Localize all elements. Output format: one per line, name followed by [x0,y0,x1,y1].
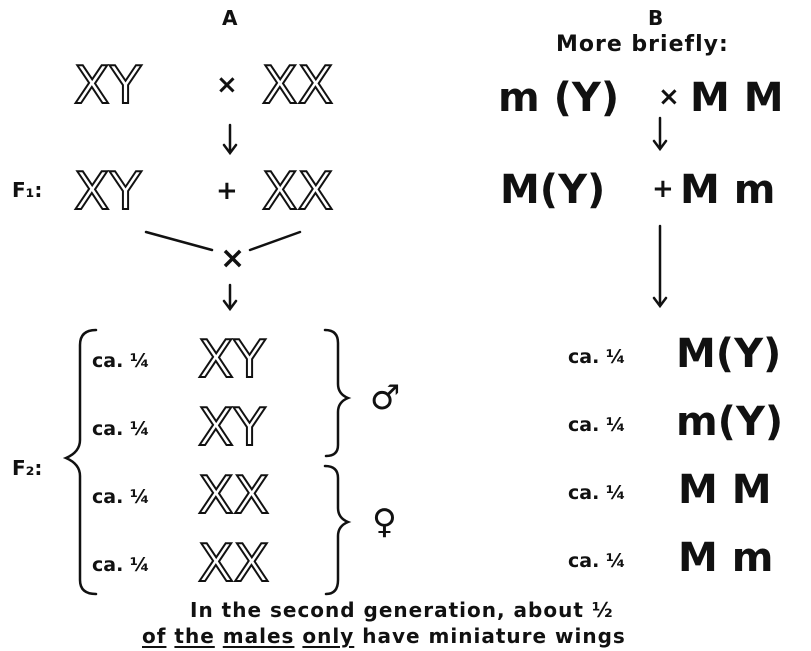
a-parent-cross-symbol: × [216,72,238,98]
b-f2-genotype-1: M(Y) [676,334,781,374]
caption-word-only: only [302,624,354,648]
a-f2-genotype-1: XY [198,330,265,390]
b-f2-ratio-2: ca. ¼ [568,416,626,435]
caption-line-2: of the males only have miniature wings [142,626,626,646]
a-intercross-symbol: × [220,244,245,274]
b-parent-female-genotype: M M [690,78,784,118]
b-f2-genotype-4: M m [678,538,773,578]
caption-word-of: of [142,624,166,648]
a-f1-female-genotype: XX [262,166,333,218]
female-symbol-icon: ♀ [372,502,397,542]
b-f1-plus-symbol: + [652,176,674,202]
a-f2-genotype-3: XX [198,466,269,526]
b-f2-genotype-2: m(Y) [676,402,783,442]
a-parent-male-genotype: XY [74,60,141,112]
caption-rest: have miniature wings [362,624,626,648]
b-parent-cross-symbol: × [658,84,680,110]
a-f2-genotype-4: XX [198,534,269,594]
caption-line-1: In the second generation, about ½ [190,600,614,620]
b-f1-female-genotype: M m [680,170,775,210]
b-f2-ratio-1: ca. ¼ [568,348,626,367]
b-f1-male-genotype: M(Y) [500,170,605,210]
a-parent-female-genotype: XX [262,60,333,112]
b-parent-male-genotype: m (Y) [498,78,619,118]
f2-label: F₂: [12,458,42,478]
a-f2-genotype-2: XY [198,398,265,458]
a-f2-ratio-3: ca. ¼ [92,488,150,507]
a-f1-plus-symbol: + [216,178,238,204]
a-f2-ratio-4: ca. ¼ [92,556,150,575]
b-f2-ratio-4: ca. ¼ [568,552,626,571]
male-symbol-icon: ♂ [370,378,400,418]
a-f1-male-genotype: XY [74,166,141,218]
b-f2-genotype-3: M M [678,470,772,510]
b-f2-ratio-3: ca. ¼ [568,484,626,503]
caption-word-males: males [223,624,295,648]
a-f2-ratio-2: ca. ¼ [92,420,150,439]
caption-word-the: the [174,624,214,648]
f1-label: F₁: [12,180,42,200]
a-f2-ratio-1: ca. ¼ [92,352,150,371]
